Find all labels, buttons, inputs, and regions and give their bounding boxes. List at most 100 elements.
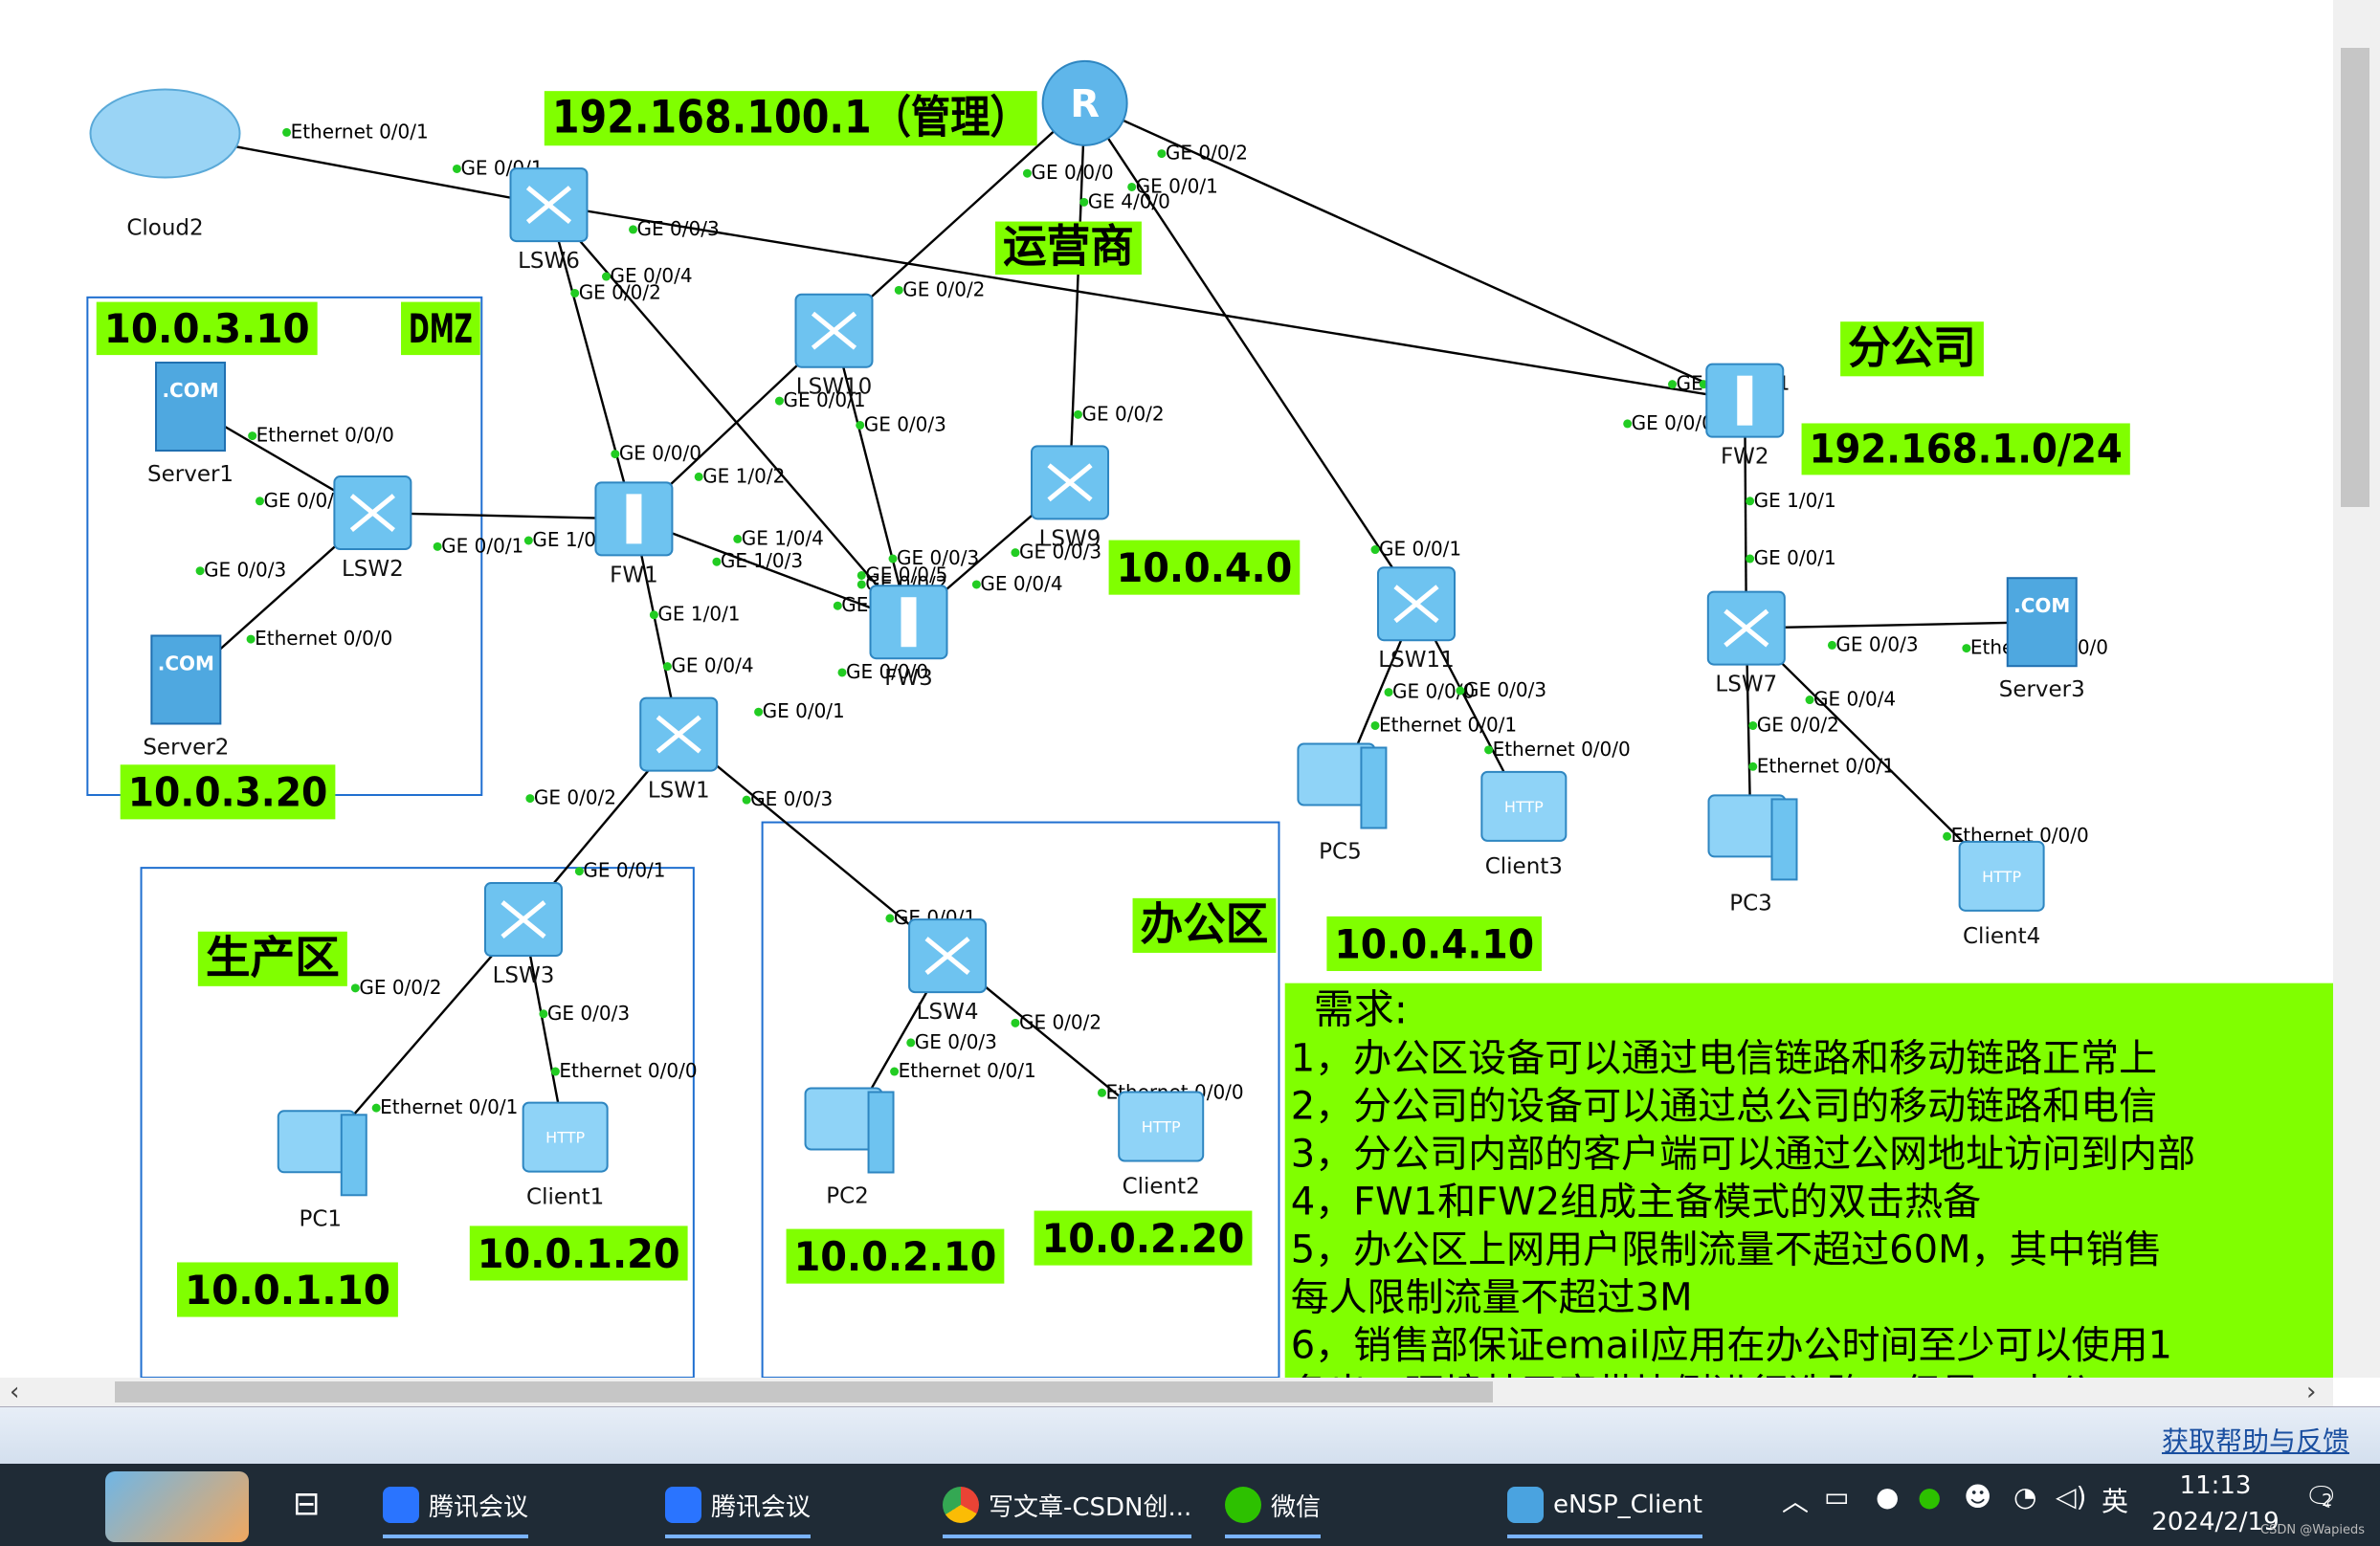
task-view-icon[interactable]: ⊟ — [293, 1485, 321, 1523]
port-dot — [1484, 745, 1494, 755]
device-label: PC3 — [1729, 891, 1772, 916]
tag-text: DMZ — [409, 305, 473, 352]
link-line[interactable] — [833, 330, 910, 623]
input-method-indicator[interactable]: 英 — [2102, 1486, 2129, 1517]
horizontal-scrollbar[interactable]: ‹ › — [0, 1378, 2333, 1406]
vertical-scroll-thumb[interactable] — [2341, 48, 2369, 507]
notification-icon[interactable]: 🗨 — [2304, 1481, 2339, 1513]
link-line[interactable] — [548, 203, 1746, 402]
switch-glyph — [525, 186, 572, 225]
link-line[interactable] — [1084, 101, 1746, 402]
port-label: GE 0/0/2 — [534, 786, 616, 809]
pc1-device[interactable]: PC1 — [277, 1110, 367, 1231]
tag-background — [176, 1262, 398, 1317]
server-glyph: .COM — [158, 652, 214, 674]
link-line[interactable] — [1745, 627, 2003, 881]
requirements-panel — [1284, 983, 2333, 1378]
pc3-device[interactable]: PC3 — [1707, 794, 1798, 916]
lsw7-device[interactable]: LSW7 — [1706, 590, 1786, 697]
taskbar-item-tencent-meeting-1[interactable]: 腾讯会议 — [383, 1475, 529, 1538]
network-icon[interactable]: ◔ — [2013, 1481, 2037, 1513]
requirement-item: 6，销售部保证email应用在办公时间至少可以使用1 — [1291, 1323, 2172, 1367]
port-dot — [888, 554, 898, 563]
link-line[interactable] — [634, 518, 909, 624]
battery-icon[interactable]: ▭ — [1824, 1481, 1850, 1513]
lsw4-device[interactable]: LSW4 — [908, 918, 988, 1025]
port-dot — [694, 472, 703, 481]
link-line[interactable] — [1744, 400, 1748, 629]
port-dot — [894, 285, 903, 295]
firewall-glyph — [626, 494, 642, 544]
lsw11-device[interactable]: LSW11 — [1377, 566, 1457, 673]
router-device[interactable]: R — [1041, 59, 1128, 146]
link-line[interactable] — [547, 204, 635, 519]
fw3-device[interactable]: FW3 — [869, 585, 948, 691]
lsw9-device[interactable]: LSW9 — [1031, 445, 1110, 551]
pc5-device[interactable]: PC5 — [1297, 742, 1388, 864]
qq-icon[interactable]: ☻ — [1964, 1481, 1992, 1513]
port-label: GE 0/0/2 — [1757, 713, 1839, 736]
link-line[interactable] — [1746, 621, 2042, 629]
taskbar-item-wechat[interactable]: 微信 — [1225, 1475, 1322, 1538]
taskbar-item-ensp[interactable]: eNSP_Client — [1507, 1475, 1702, 1538]
devices: Cloud2RLSW6LSW10LSW9FW1FW3FW2LSW2LSW1LSW… — [89, 59, 2085, 1231]
tag-text: 192.168.1.0/24 — [1810, 425, 2123, 472]
server-glyph: .COM — [2013, 594, 2070, 617]
port-dot — [1667, 380, 1677, 389]
wechat-tray-icon[interactable]: ● — [1918, 1481, 1942, 1513]
port-label: GE 1/0/1 — [657, 603, 740, 626]
lsw6-device[interactable]: LSW6 — [509, 167, 589, 274]
port-label: GE 0/0/1 — [763, 699, 845, 722]
port-dot — [856, 570, 866, 580]
lsw1-device[interactable]: LSW1 — [639, 696, 719, 804]
port-dot — [1127, 182, 1137, 191]
firewall-glyph — [901, 597, 917, 648]
port-dot — [550, 1067, 560, 1076]
chevron-up-icon[interactable]: ︿ — [1782, 1486, 1810, 1517]
port-dot — [1097, 1088, 1106, 1097]
port-label: GE 0/0/3 — [864, 412, 946, 435]
fw1-device[interactable]: FW1 — [594, 481, 674, 587]
scroll-left-icon[interactable]: ‹ — [10, 1378, 20, 1406]
link-line[interactable] — [678, 733, 948, 958]
wechat-icon — [1225, 1487, 1261, 1523]
microphone-icon[interactable]: ● — [1876, 1481, 1900, 1513]
fw2-device[interactable]: FW2 — [1705, 363, 1785, 470]
port-label: GE 0/0/4 — [1813, 688, 1896, 711]
system-clock[interactable]: 11:13 2024/2/19 — [2144, 1468, 2287, 1540]
port-label: GE 0/0/0 — [1632, 411, 1714, 434]
link-line[interactable] — [1083, 102, 1418, 605]
cloud2-device[interactable]: Cloud2 — [89, 88, 241, 241]
port-label: GE 0/0/0 — [619, 442, 701, 465]
port-label: Ethernet 0/0/1 — [1379, 713, 1517, 736]
lsw2-device[interactable]: LSW2 — [333, 475, 412, 582]
horizontal-scroll-thumb[interactable] — [115, 1381, 1493, 1402]
link-line[interactable] — [372, 511, 634, 520]
pc2-device[interactable]: PC2 — [804, 1087, 895, 1208]
help-feedback-link[interactable]: 获取帮助与反馈 — [2161, 1425, 2349, 1457]
port-dot — [1157, 149, 1167, 159]
link-line[interactable] — [1068, 102, 1086, 483]
scroll-right-icon[interactable]: › — [2306, 1378, 2317, 1406]
vertical-scrollbar[interactable] — [2333, 0, 2380, 1378]
tag-background — [1840, 321, 1984, 377]
taskbar-item-chrome[interactable]: 写文章-CSDN创... — [943, 1475, 1192, 1538]
zone-office — [761, 821, 1280, 1378]
lsw10-device[interactable]: LSW10 — [794, 293, 874, 400]
link-line[interactable] — [833, 101, 1086, 332]
lsw3-device[interactable]: LSW3 — [483, 882, 563, 988]
desktop-thumbnail[interactable] — [105, 1471, 249, 1542]
port-label: GE 0/0/3 — [897, 546, 979, 569]
volume-icon[interactable]: ◁) — [2056, 1481, 2087, 1513]
taskbar-item-tencent-meeting-2[interactable]: 腾讯会议 — [665, 1475, 812, 1538]
port-dot — [525, 794, 535, 804]
